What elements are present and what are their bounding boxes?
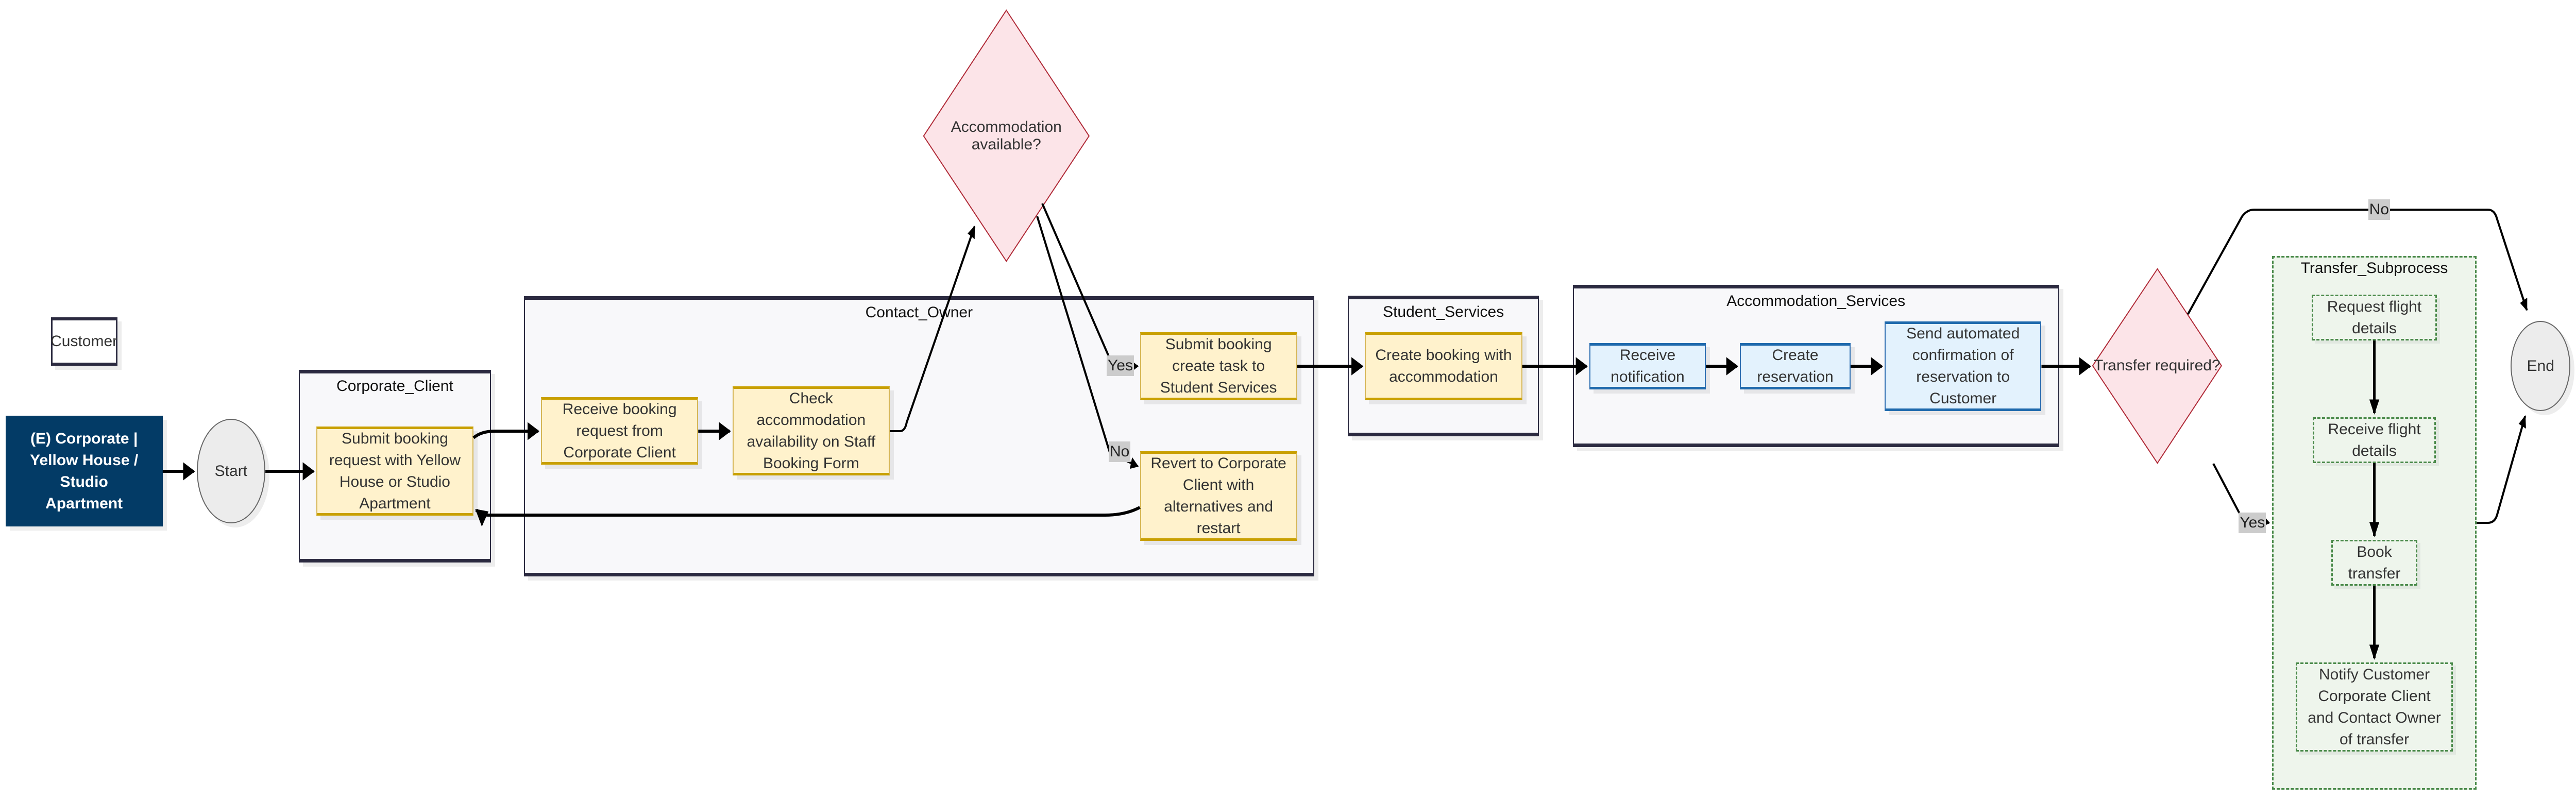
group-title: Corporate_Client <box>336 378 453 395</box>
create-reservation-node[interactable]: Create reservation <box>1739 343 1851 389</box>
edge-label-accommodation-yes: Yes <box>1107 355 1134 376</box>
group-title: Contact_Owner <box>865 304 973 321</box>
edge-label-transfer-yes: Yes <box>2239 513 2266 533</box>
check-availability-node[interactable]: Check accommodation availability on Staf… <box>732 386 890 475</box>
group-title: Accommodation_Services <box>1726 293 1906 310</box>
submit-request-node[interactable]: Submit booking request with Yellow House… <box>316 427 474 516</box>
customer-node[interactable]: Customer <box>50 317 117 366</box>
end-node[interactable]: End <box>2511 321 2571 411</box>
entity-node[interactable]: (E) Corporate | Yellow House / Studio Ap… <box>5 416 163 526</box>
send-confirmation-node[interactable]: Send automated confirmation of reservati… <box>1884 321 2042 411</box>
start-node[interactable]: Start <box>196 419 266 523</box>
edge-label-accommodation-no: No <box>1108 441 1131 462</box>
group-title: Transfer_Subprocess <box>2300 260 2448 277</box>
edge-subprocess-end <box>2477 415 2526 523</box>
create-booking-node[interactable]: Create booking with accommodation <box>1365 332 1522 400</box>
receive-notification-node[interactable]: Receive notification <box>1589 343 1706 389</box>
edge-label-transfer-no: No <box>2368 199 2391 220</box>
notify-node[interactable]: Notify Customer Corporate Client and Con… <box>2295 662 2453 752</box>
request-flight-node[interactable]: Request flight details <box>2311 295 2437 340</box>
book-transfer-node[interactable]: Book transfer <box>2331 540 2418 586</box>
receive-request-node[interactable]: Receive booking request from Corporate C… <box>541 397 699 465</box>
revert-node[interactable]: Revert to Corporate Client with alternat… <box>1140 451 1297 541</box>
group-title: Student_Services <box>1383 303 1504 320</box>
submit-task-node[interactable]: Submit booking create task to Student Se… <box>1140 332 1297 400</box>
decision-accommodation-label: Accommodation available? <box>951 118 1062 153</box>
receive-flight-node[interactable]: Receive flight details <box>2312 417 2436 463</box>
decision-transfer-label: Transfer required? <box>2093 357 2221 374</box>
